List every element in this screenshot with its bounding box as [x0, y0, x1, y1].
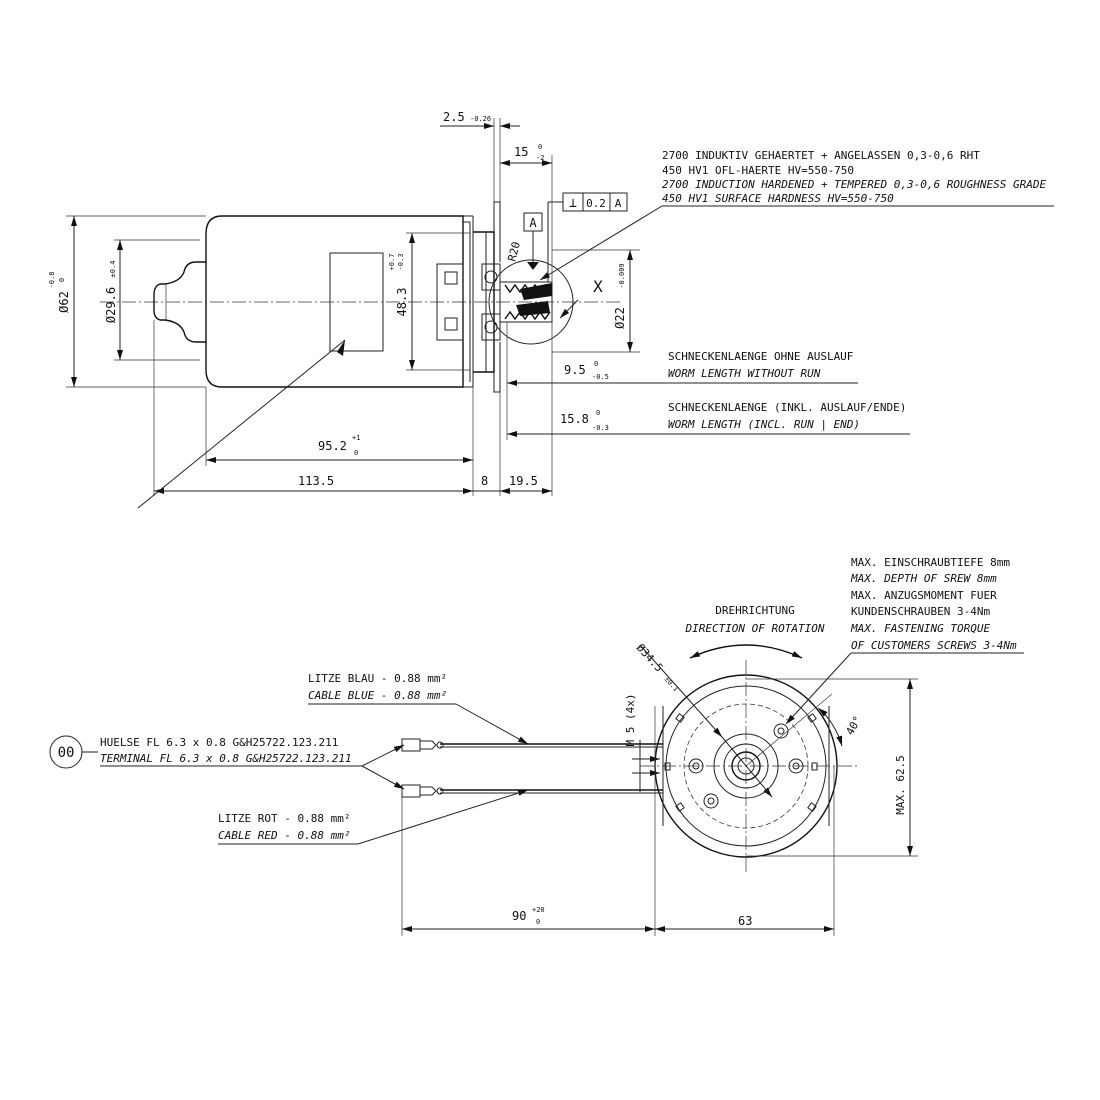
- dim-d90-tol-up: +20: [532, 906, 545, 914]
- dim-max625: MAX. 62.5: [894, 755, 907, 815]
- rotation-label-en: DIRECTION OF ROTATION: [684, 622, 824, 635]
- terminal-de: HUELSE FL 6.3 x 0.8 G&H25722.123.211: [100, 736, 338, 749]
- terminal-en: TERMINAL FL 6.3 x 0.8 G&H25722.123.211: [100, 752, 352, 765]
- hardening-note-1: 2700 INDUKTIV GEHAERTET + ANGELASSEN 0,3…: [662, 149, 980, 162]
- dim-worm1-tol-lo: -0.5: [592, 373, 609, 381]
- dim-d8: 8: [481, 474, 488, 488]
- tol-datum: A: [615, 197, 622, 210]
- hardening-note-3: 2700 INDUCTION HARDENED + TEMPERED 0,3-0…: [662, 178, 1046, 191]
- dim-d95-tol-up: +1: [352, 434, 360, 442]
- dim-d113: 113.5: [298, 474, 334, 488]
- worm-note-2b: WORM LENGTH (INCL. RUN | END): [668, 418, 860, 431]
- dim-worm1: 9.5: [564, 363, 586, 377]
- dim-t15-tol-lo: -2: [536, 154, 544, 162]
- side-view: Ø62 -0.8 0 Ø29.6 ±0.4 48.3 +0.7 -0.3 Ø22…: [48, 110, 1054, 509]
- worm-note-1a: SCHNECKENLAENGE OHNE AUSLAUF: [668, 350, 853, 363]
- datum-a-label: A: [529, 216, 537, 230]
- dim-angle: 40°: [843, 714, 864, 738]
- dim-d29: Ø29.6: [104, 287, 118, 323]
- dim-d345: Ø34.5: [634, 641, 666, 674]
- cable-blue-de: LITZE BLAU - 0.88 mm²: [308, 672, 447, 685]
- dim-d90-tol-lo: 0: [536, 918, 540, 926]
- dim-d62: Ø62: [57, 291, 71, 313]
- dim-d22: Ø22: [613, 307, 627, 329]
- dim-d195: 19.5: [509, 474, 538, 488]
- cable-red-de: LITZE ROT - 0.88 mm²: [218, 812, 350, 825]
- dim-r20: R20: [505, 240, 523, 263]
- dim-worm2-tol-up: 0: [596, 409, 600, 417]
- screw-note-3: MAX. ANZUGSMOMENT FUER: [851, 589, 997, 602]
- rear-bearing-boss: [153, 261, 206, 343]
- dim-d95-tol-lo: 0: [354, 449, 358, 457]
- dim-t25: 2.5: [443, 110, 465, 124]
- rotation-arrow: [689, 644, 803, 659]
- screw-note-4: KUNDENSCHRAUBEN 3-4Nm: [851, 605, 990, 618]
- item-number: 00: [58, 745, 75, 761]
- screw-note-6: OF CUSTOMERS SCREWS 3-4Nm: [851, 639, 1017, 652]
- front-view: DREHRICHTUNG DIRECTION OF ROTATION MAX. …: [49, 556, 1024, 936]
- tolerance-frame: ⊥ 0.2 A: [562, 192, 628, 212]
- dim-t15: 15: [514, 145, 528, 159]
- cable-blue-en: CABLE BLUE - 0.88 mm²: [308, 689, 447, 702]
- dim-d63: 63: [738, 914, 752, 928]
- dim-m5: M 5 (4x): [624, 694, 637, 747]
- rotation-label-de: DREHRICHTUNG: [715, 604, 794, 617]
- dim-d48: 48.3: [395, 288, 409, 317]
- detail-label-x: X: [593, 277, 603, 296]
- dim-worm2-tol-lo: -0.3: [592, 424, 609, 432]
- hardening-note-4: 450 HV1 SURFACE HARDNESS HV=550-750: [662, 192, 894, 205]
- hardening-note-2: 450 HV1 OFL-HAERTE HV=550-750: [662, 164, 854, 177]
- dim-t25-tol: -0.26: [470, 115, 491, 123]
- screw-note-5: MAX. FASTENING TORQUE: [850, 622, 990, 635]
- dim-d95: 95.2: [318, 439, 347, 453]
- dim-t15-tol-up: 0: [538, 143, 542, 151]
- dim-d62-tol-lo: 0: [58, 278, 66, 282]
- dim-d345-tol: ±0.1: [663, 675, 680, 693]
- worm-note-1b: WORM LENGTH WITHOUT RUN: [668, 367, 821, 380]
- cable-red-en: CABLE RED - 0.88 mm²: [218, 829, 350, 842]
- terminal-red: [401, 784, 444, 798]
- dim-d48-tol-lo: -0.3: [397, 254, 405, 271]
- tol-symbol: ⊥: [569, 196, 577, 211]
- dim-d22-tol: -0.009: [618, 263, 626, 288]
- tol-value: 0.2: [586, 197, 606, 210]
- dim-d90: 90: [512, 909, 526, 923]
- screw-note-1: MAX. EINSCHRAUBTIEFE 8mm: [851, 556, 1010, 569]
- motor-body-outline: [205, 215, 464, 388]
- dim-worm1-tol-up: 0: [594, 360, 598, 368]
- terminal-blue: [401, 738, 444, 752]
- screw-note-2: MAX. DEPTH OF SREW 8mm: [850, 572, 997, 585]
- dim-d29-tol: ±0.4: [109, 261, 117, 278]
- worm-note-2a: SCHNECKENLAENGE (INKL. AUSLAUF/ENDE): [668, 401, 906, 414]
- dim-d62-tol-up: -0.8: [48, 272, 56, 289]
- dim-worm2: 15.8: [560, 412, 589, 426]
- dim-d48-tol-up: +0.7: [388, 254, 396, 271]
- gear-flange: [473, 231, 495, 373]
